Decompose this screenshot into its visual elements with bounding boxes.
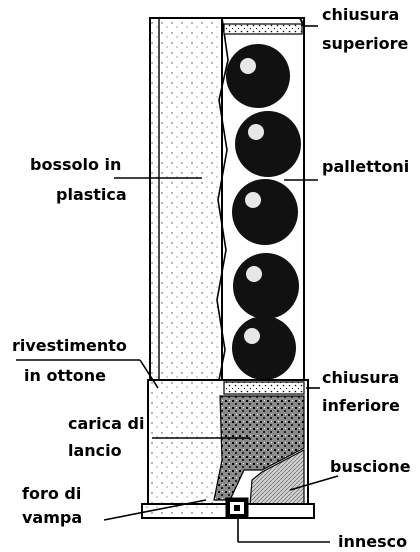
pellet — [232, 179, 298, 245]
pellet — [226, 44, 290, 108]
label-bossolo-2: plastica — [56, 185, 127, 204]
label-foro-di-vampa-2: vampa — [22, 508, 82, 527]
label-buscione: buscione — [330, 457, 411, 476]
lower-wad — [224, 382, 304, 394]
plastic-hull — [150, 18, 222, 380]
label-carica-1: carica di — [68, 414, 144, 433]
label-innesco: innesco — [338, 532, 407, 551]
label-carica-2: lancio — [68, 441, 122, 460]
label-rivestimento-1: rivestimento — [12, 336, 127, 355]
label-chiusura-superiore-2: superiore — [322, 34, 408, 53]
pellet — [233, 253, 299, 319]
brass-shading — [150, 382, 218, 504]
label-chiusura-inferiore-2: inferiore — [322, 396, 400, 415]
label-pallettoni: pallettoni — [322, 157, 409, 176]
pellet — [232, 316, 296, 380]
label-bossolo-1: bossolo in — [30, 155, 121, 174]
label-foro-di-vampa-1: foro di — [22, 484, 81, 503]
top-crimp — [224, 24, 302, 34]
brass-base — [142, 380, 314, 518]
label-rivestimento-2: in ottone — [24, 366, 106, 385]
pellet — [235, 111, 301, 177]
label-chiusura-superiore-1: chiusura — [322, 5, 399, 24]
label-chiusura-inferiore-1: chiusura — [322, 368, 399, 387]
